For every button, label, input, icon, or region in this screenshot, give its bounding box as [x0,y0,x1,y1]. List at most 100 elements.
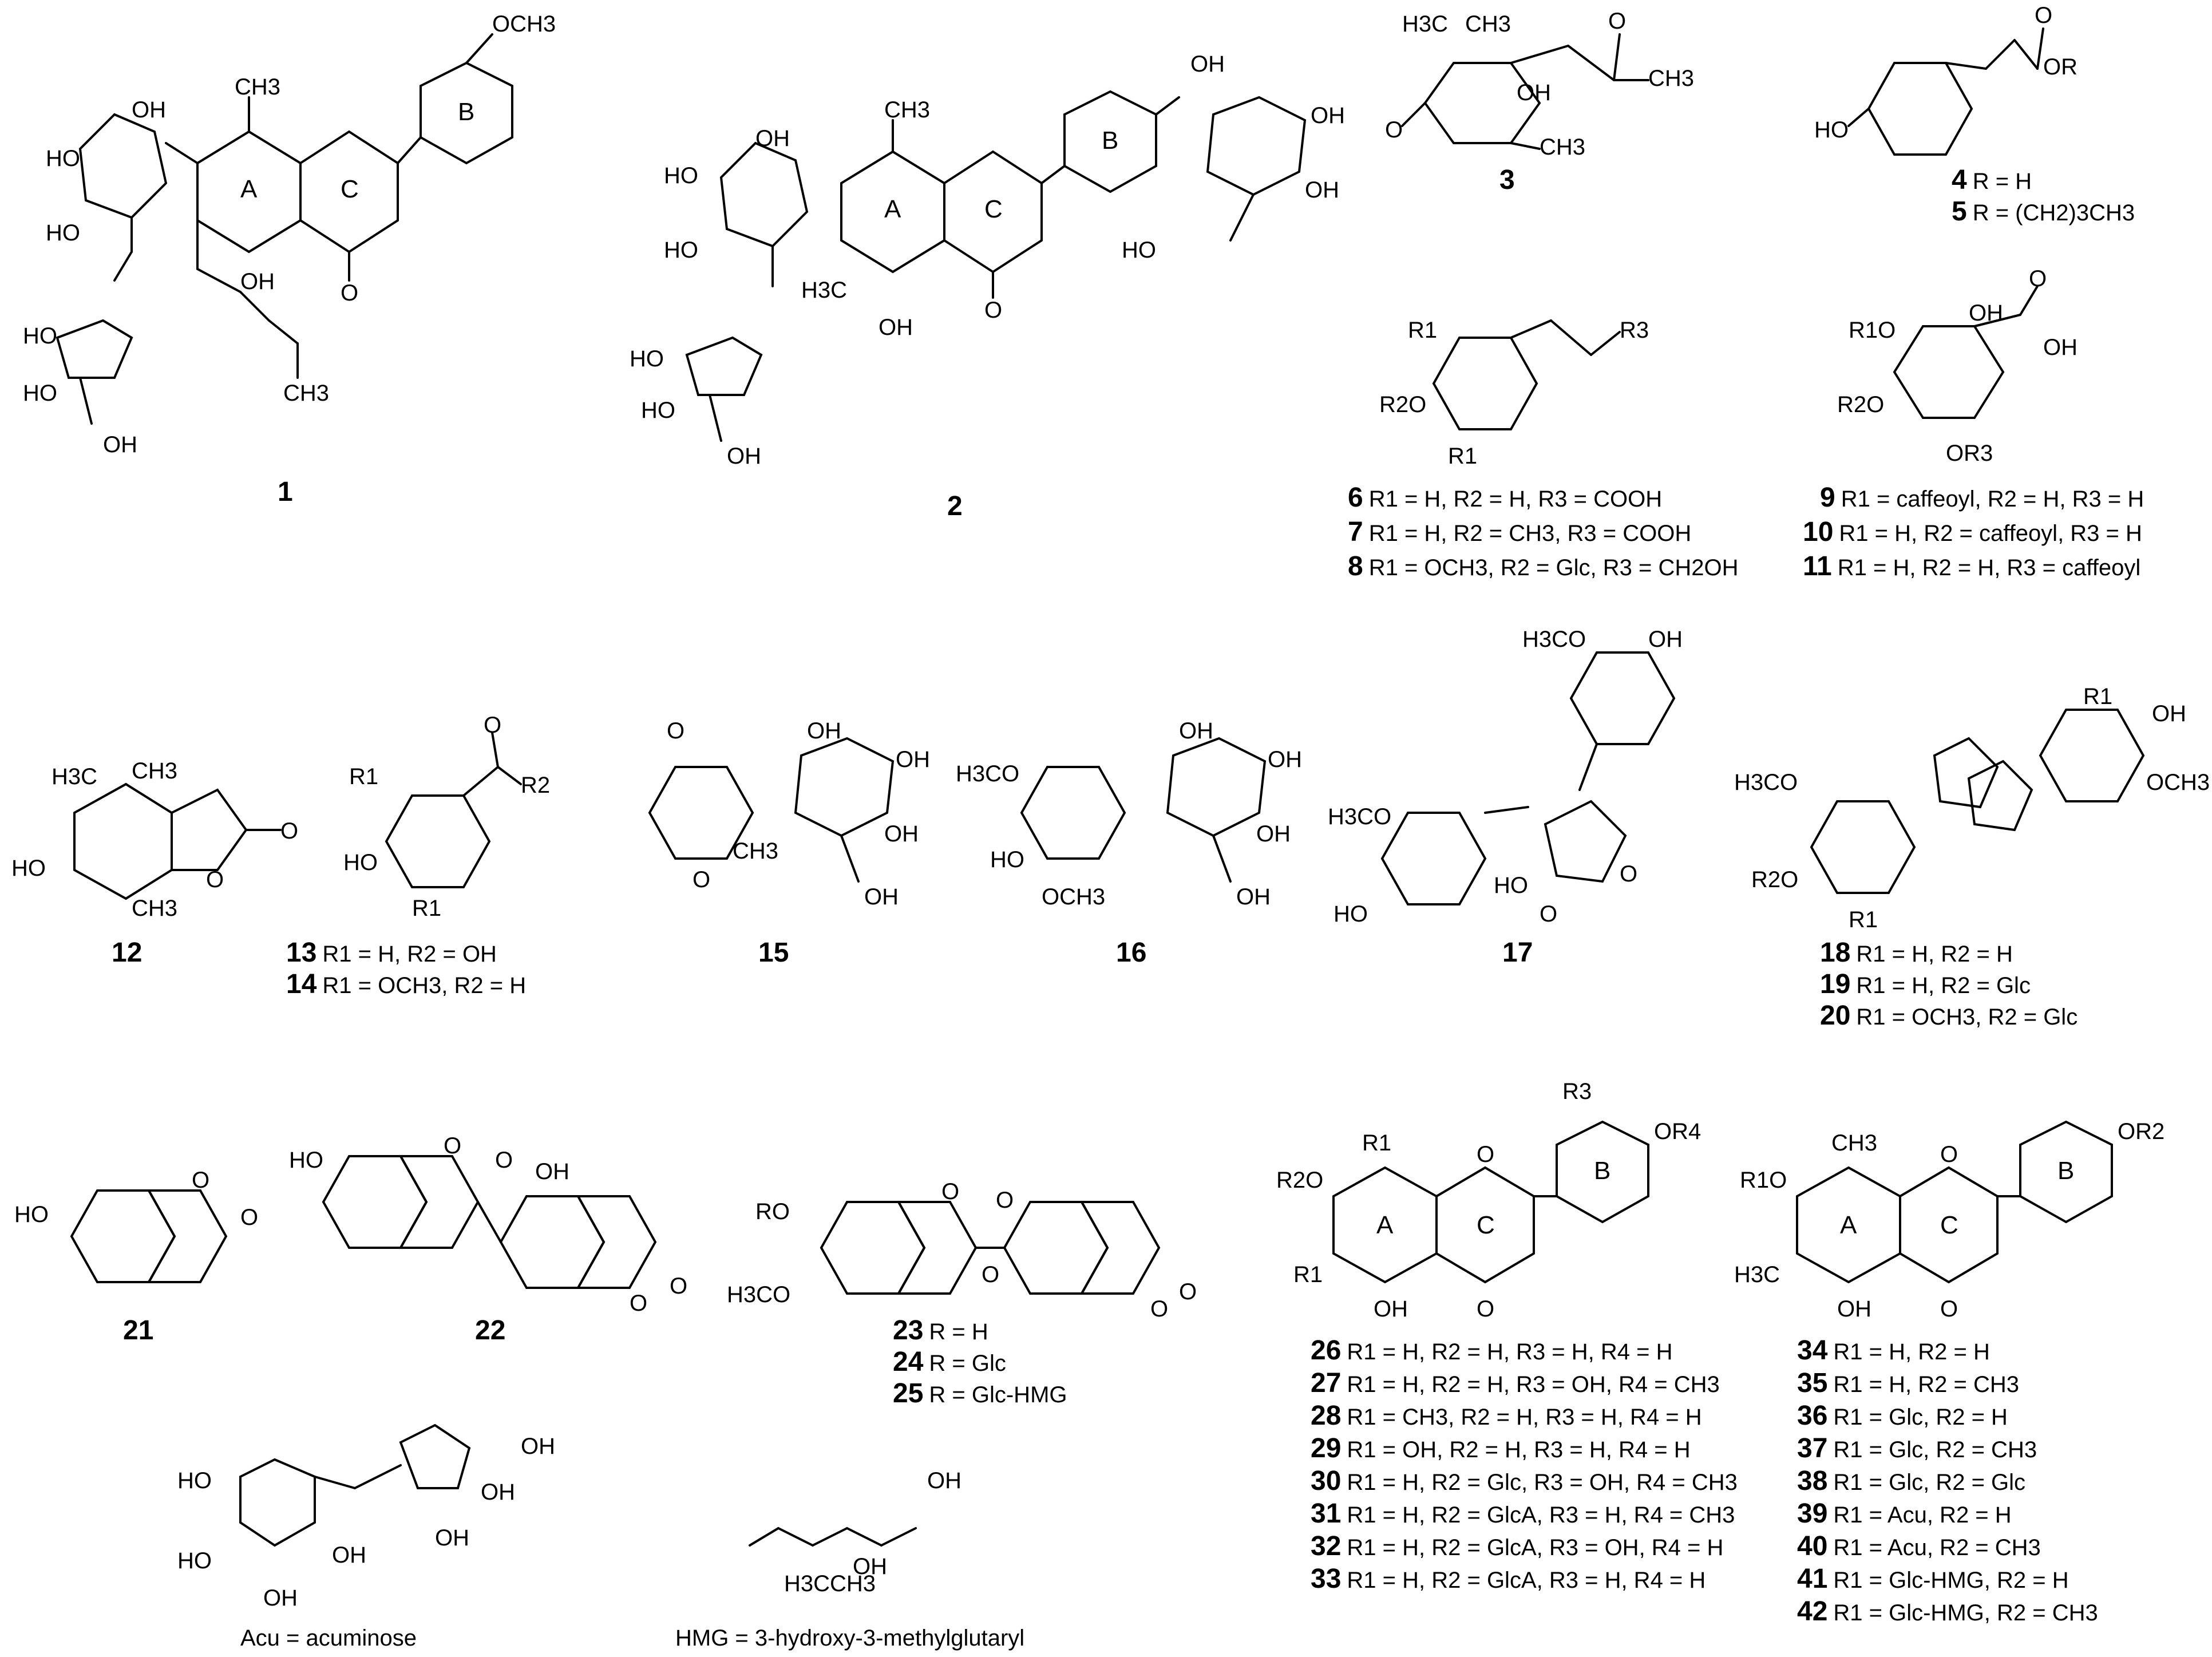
hydroxyl-label: HO [641,398,675,423]
methyl-label: CH3 [283,381,329,406]
ring-o-label: O [1620,861,1637,887]
substituent-text: R1 = OCH3, R2 = Glc [1856,1005,2078,1030]
hydroxyl-label: HO [177,1548,212,1573]
methoxy-label: H3CO [1328,804,1391,829]
substituent-text: R1 = OCH3, R2 = H [322,973,526,998]
substituent-text: R1 = Acu, R2 = H [1833,1502,2011,1528]
hydroxyl-label: HO [46,146,80,171]
carbonyl-o-label: O [1540,901,1557,927]
hydroxyl-label: OH [263,1585,298,1611]
svg-text:9R1 = caffeoyl, R2 = H, R3 = H: 9R1 = caffeoyl, R2 = H, R3 = H [1820,483,2144,513]
substituent-text: R = H [1973,169,2032,194]
hydroxyl-label: OH [1268,747,1302,772]
substituent-text: R1 = Glc, R2 = H [1833,1405,2008,1430]
substituent-text: R1 = H, R2 = caffeoyl, R3 = H [1839,521,2142,546]
compound-number: 34 [1797,1335,1828,1366]
r2o-label: R2O [1837,392,1884,417]
structure-2: CH3 H3C OH O OH HO HO HO HO OH OH OH OH … [630,52,1345,521]
hydroxyl-label: OH [884,821,919,847]
hydroxyl-label: HO [11,856,46,881]
ring-label-c: C [1940,1211,1958,1239]
hydroxyl-label: OH [879,315,913,340]
ring-label-a: A [884,195,901,223]
svg-text:24R = Glc: 24R = Glc [893,1347,1006,1377]
substituent-text: R1 = H, R2 = H, R3 = OH, R4 = CH3 [1347,1372,1719,1397]
hydroxyl-label: OH [240,269,275,294]
ring-o-label: O [1477,1142,1494,1167]
compound-number: 22 [475,1315,505,1346]
r1o-label: R1O [1740,1168,1787,1193]
hydroxyl-label: OH [1236,884,1271,909]
methoxy-label: H3CO [727,1282,790,1307]
hydroxyl-label: OH [332,1543,366,1568]
substituent-text: R = H [929,1319,988,1344]
hydroxyl-label: HO [343,850,378,875]
ring-o-label: O [1150,1296,1168,1322]
substituent-text: R1 = H, R2 = H, R3 = H, R4 = H [1347,1339,1672,1365]
substituent-text: R1 = Glc-HMG, R2 = CH3 [1833,1600,2098,1626]
compound-number: 37 [1797,1433,1827,1464]
r1-label: R1 [1448,444,1477,469]
carbonyl-o-label: O [280,818,298,844]
acuminose-legend: Acu = acuminose [240,1626,417,1651]
compound-number: 16 [1116,938,1146,968]
hydroxyl-label: OH [435,1525,469,1551]
structure-17: H3CO OH H3CO HO HO O O 17 [1328,627,1683,968]
compound-number: 29 [1311,1433,1341,1464]
hydroxyl-label: OH [1190,52,1225,77]
ring-o-label: O [630,1291,647,1316]
hydroxyl-label: HO [46,220,80,246]
r1-label: R1 [2083,684,2112,709]
ring-label-a: A [1840,1211,1857,1239]
hydroxyl-label: OH [103,432,137,457]
substituent-text: R1 = H, R2 = H, R3 = caffeoyl [1838,555,2141,580]
methoxy-label: OCH3 [492,11,556,37]
hydroxyl-label: HO [23,323,57,349]
r1-label: R1 [1362,1130,1391,1156]
compound-number: 25 [893,1378,923,1409]
compound-number: 31 [1311,1498,1341,1529]
ring-o-label: O [444,1133,461,1158]
ro-label: RO [755,1199,790,1224]
hydroxyl-label: OH [1517,80,1551,105]
hydroxyl-label: HO [1494,873,1528,898]
compound-number: 6 [1348,483,1363,513]
ring-label-b: B [1102,126,1118,155]
compound-number: 35 [1797,1368,1827,1398]
methyl-label: CH3 [235,74,280,100]
substituent-text: R1 = H, R2 = Glc, R3 = OH, R4 = CH3 [1347,1470,1737,1495]
svg-text:7R1 = H, R2 = CH3, R3 = COOH: 7R1 = H, R2 = CH3, R3 = COOH [1348,517,1691,547]
methoxy-label: H3CO [1522,627,1586,652]
methyl-label: CH3 [132,896,177,921]
structure-22: HO O O OH O O 22 [289,1133,687,1346]
compound-number: 19 [1820,969,1850,999]
compound-number: 12 [112,938,142,968]
substituent-text: R1 = caffeoyl, R2 = H, R3 = H [1841,487,2144,512]
ring-o-label: O [941,1179,959,1204]
svg-text:5R = (CH2)3CH3: 5R = (CH2)3CH3 [1952,196,2135,227]
carbonyl-o-label: O [1385,117,1403,143]
ring-label-a: A [1376,1211,1394,1239]
compound-number: 11 [1803,551,1832,582]
carbonyl-o-label: O [341,280,358,306]
compound-number: 30 [1311,1466,1341,1496]
compound-number: 8 [1348,551,1363,582]
hydroxyl-label: HO [630,346,664,371]
hydroxyl-label: OH [521,1434,555,1459]
methyl-label: H3C [801,278,847,303]
carbonyl-o-label: O [2035,3,2052,28]
